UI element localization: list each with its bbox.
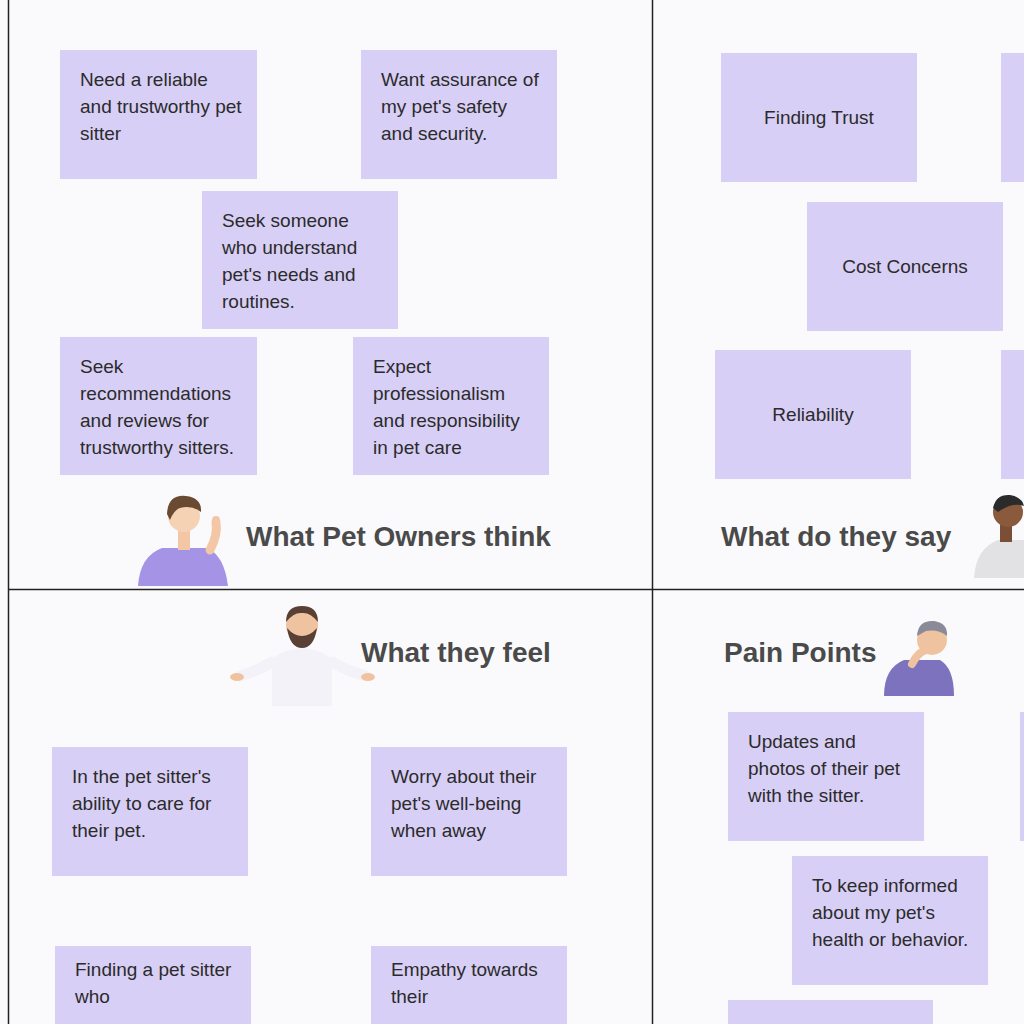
sticky-note: Reliability <box>715 350 911 479</box>
note-text: Finding Trust <box>764 104 874 131</box>
empathy-quadrant: What they feel In the pet sitter's abilit… <box>8 590 652 1024</box>
note-text: Updates and photos of their pet with the… <box>748 728 910 809</box>
note-text: To keep informed about my pet's health o… <box>812 872 974 953</box>
cut-sticky-note <box>728 1000 933 1024</box>
sticky-note: Finding a pet sitter who <box>55 946 251 1024</box>
note-text: Need a reliable and trustworthy pet sitt… <box>80 66 243 147</box>
cut-sticky-note <box>1001 350 1024 479</box>
cut-sticky-note <box>1001 53 1024 182</box>
sticky-note: Need a reliable and trustworthy pet sitt… <box>60 50 257 179</box>
note-text: Finding a pet sitter who <box>75 956 237 1010</box>
empathy-quadrant: Pain PointsUpdates and photos of their p… <box>653 590 1024 1024</box>
sticky-note: Worry about their pet's well-being when … <box>371 747 567 876</box>
sticky-note: In the pet sitter's ability to care for … <box>52 747 248 876</box>
sticky-note: Seek recommendations and reviews for tru… <box>60 337 257 475</box>
sticky-note: Want assurance of my pet's safety and se… <box>361 50 557 179</box>
sticky-note: Empathy towards their <box>371 946 567 1024</box>
note-text: In the pet sitter's ability to care for … <box>72 763 234 844</box>
divider-line <box>8 0 10 1024</box>
cut-sticky-note <box>1020 712 1024 841</box>
note-text: Expect professionalism and responsibilit… <box>373 353 535 461</box>
note-text: Seek recommendations and reviews for tru… <box>80 353 243 461</box>
note-text: Empathy towards their <box>391 956 553 1010</box>
note-text: Want assurance of my pet's safety and se… <box>381 66 543 147</box>
note-text: Reliability <box>772 401 853 428</box>
quadrant-heading: What do they say <box>721 519 951 555</box>
sticky-note: Finding Trust <box>721 53 917 182</box>
quadrant-heading: Pain Points <box>724 635 876 671</box>
divider-line <box>8 589 1024 591</box>
sticky-note: Updates and photos of their pet with the… <box>728 712 924 841</box>
note-text: Seek someone who understand pet's needs … <box>222 207 384 315</box>
empathy-quadrant: What do they say Finding TrustCost Concer… <box>653 0 1024 589</box>
note-text: Worry about their pet's well-being when … <box>391 763 553 844</box>
sticky-note: Seek someone who understand pet's needs … <box>202 191 398 329</box>
person-illustration <box>974 495 1024 578</box>
empathy-quadrant: What Pet Owners think Need a reliable and… <box>8 0 652 589</box>
sticky-note: Cost Concerns <box>807 202 1003 331</box>
person-illustration <box>138 496 228 586</box>
person-illustration <box>230 606 375 706</box>
person-illustration <box>884 621 954 696</box>
divider-line <box>652 0 654 1024</box>
quadrant-heading: What Pet Owners think <box>246 519 551 555</box>
note-text: Cost Concerns <box>842 253 968 280</box>
sticky-note: Expect professionalism and responsibilit… <box>353 337 549 475</box>
sticky-note: To keep informed about my pet's health o… <box>792 856 988 985</box>
quadrant-heading: What they feel <box>361 635 551 671</box>
